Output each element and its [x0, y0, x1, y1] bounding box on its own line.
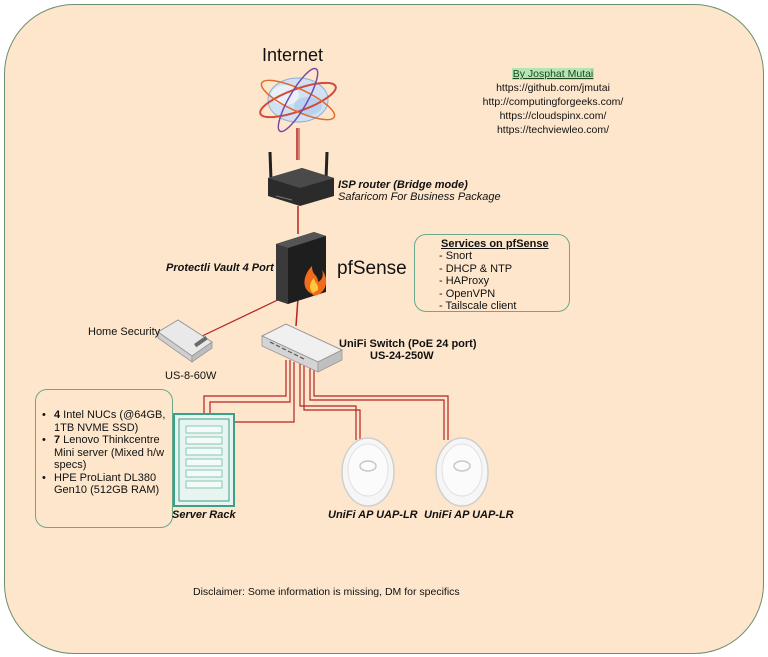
rack-item-count: 7 [54, 434, 61, 446]
cable-switch-ap1 [299, 362, 357, 440]
service-item: - DHCP & NTP [439, 262, 513, 275]
diagram-canvas [4, 4, 764, 654]
internet-globe-icon [259, 67, 337, 133]
access-point-2-icon [435, 437, 489, 507]
rack-item-text: Intel NUCs (@64GB, 1TB NVME SSD) [54, 409, 166, 434]
disclaimer-text: Disclaimer: Some information is missing,… [193, 586, 460, 598]
server-rack-label: Server Rack [172, 509, 236, 521]
rack-contents-list: 4 Intel NUCs (@64GB, 1TB NVME SSD) 7 Len… [42, 409, 172, 497]
access-point-1-icon [341, 437, 395, 507]
isp-router-label: ISP router (Bridge mode) [338, 179, 468, 191]
cable-pfsense-homesec [197, 295, 287, 339]
service-item: - OpenVPN [439, 287, 496, 300]
services-heading: Services on pfSense [441, 238, 549, 250]
pfsense-appliance-icon [276, 232, 327, 304]
rack-item: HPE ProLiant DL380 Gen10 (512GB RAM) [42, 471, 172, 497]
cable-switch-ap2 [309, 360, 445, 440]
internet-label: Internet [262, 45, 324, 65]
service-item: - Tailscale client [439, 300, 517, 312]
ap-2-label: UniFi AP UAP-LR [424, 509, 514, 521]
cable-switch-rack-2 [209, 360, 291, 414]
cable-switch-rack-1 [203, 360, 287, 414]
cable-switch-rack-3 [232, 362, 295, 423]
rack-item-text: Lenovo Thinkcentre Mini server (Mixed h/… [54, 434, 165, 471]
switch-model-label: US-24-250W [370, 350, 434, 362]
unifi-switch-icon [260, 323, 344, 373]
pfsense-label: pfSense [337, 258, 407, 279]
author-link[interactable]: https://techviewleo.com/ [496, 124, 610, 136]
rack-item-text: HPE ProLiant DL380 Gen10 (512GB RAM) [54, 471, 160, 497]
cable-pfsense-switch [295, 297, 299, 327]
service-item: - HAProxy [439, 275, 490, 287]
author-name[interactable]: By Josphat Mutai [511, 68, 595, 80]
author-link[interactable]: https://github.com/jmutai [496, 82, 610, 94]
author-credits: By Josphat Mutai https://github.com/jmut… [478, 67, 628, 137]
rack-item: 4 Intel NUCs (@64GB, 1TB NVME SSD) [42, 409, 172, 434]
home-security-label: Home Security [88, 326, 161, 338]
cable-switch-ap2-b [313, 360, 449, 440]
home-security-switch-icon [157, 319, 213, 363]
isp-package-label: Safaricom For Business Package [338, 191, 501, 203]
services-list: - Snort - DHCP & NTP - HAProxy - OpenVPN… [439, 250, 516, 313]
isp-router-icon [268, 151, 334, 206]
server-rack-icon [173, 413, 235, 507]
rack-contents-box: 4 Intel NUCs (@64GB, 1TB NVME SSD) 7 Len… [35, 389, 173, 528]
rack-item-count: 4 [54, 409, 61, 421]
services-box: Services on pfSense - Snort - DHCP & NTP… [414, 234, 570, 312]
author-link[interactable]: https://cloudspinx.com/ [499, 110, 607, 122]
cables [197, 128, 449, 440]
author-link[interactable]: http://computingforgeeks.com/ [482, 96, 624, 108]
rack-item: 7 Lenovo Thinkcentre Mini server (Mixed … [42, 434, 172, 472]
service-item: - Snort [439, 250, 473, 262]
ap-1-label: UniFi AP UAP-LR [328, 509, 418, 521]
home-security-model: US-8-60W [165, 370, 217, 382]
switch-name-label: UniFi Switch (PoE 24 port) [339, 338, 477, 350]
protectli-label: Protectli Vault 4 Port [166, 262, 274, 274]
cable-switch-ap1-b [303, 362, 361, 440]
